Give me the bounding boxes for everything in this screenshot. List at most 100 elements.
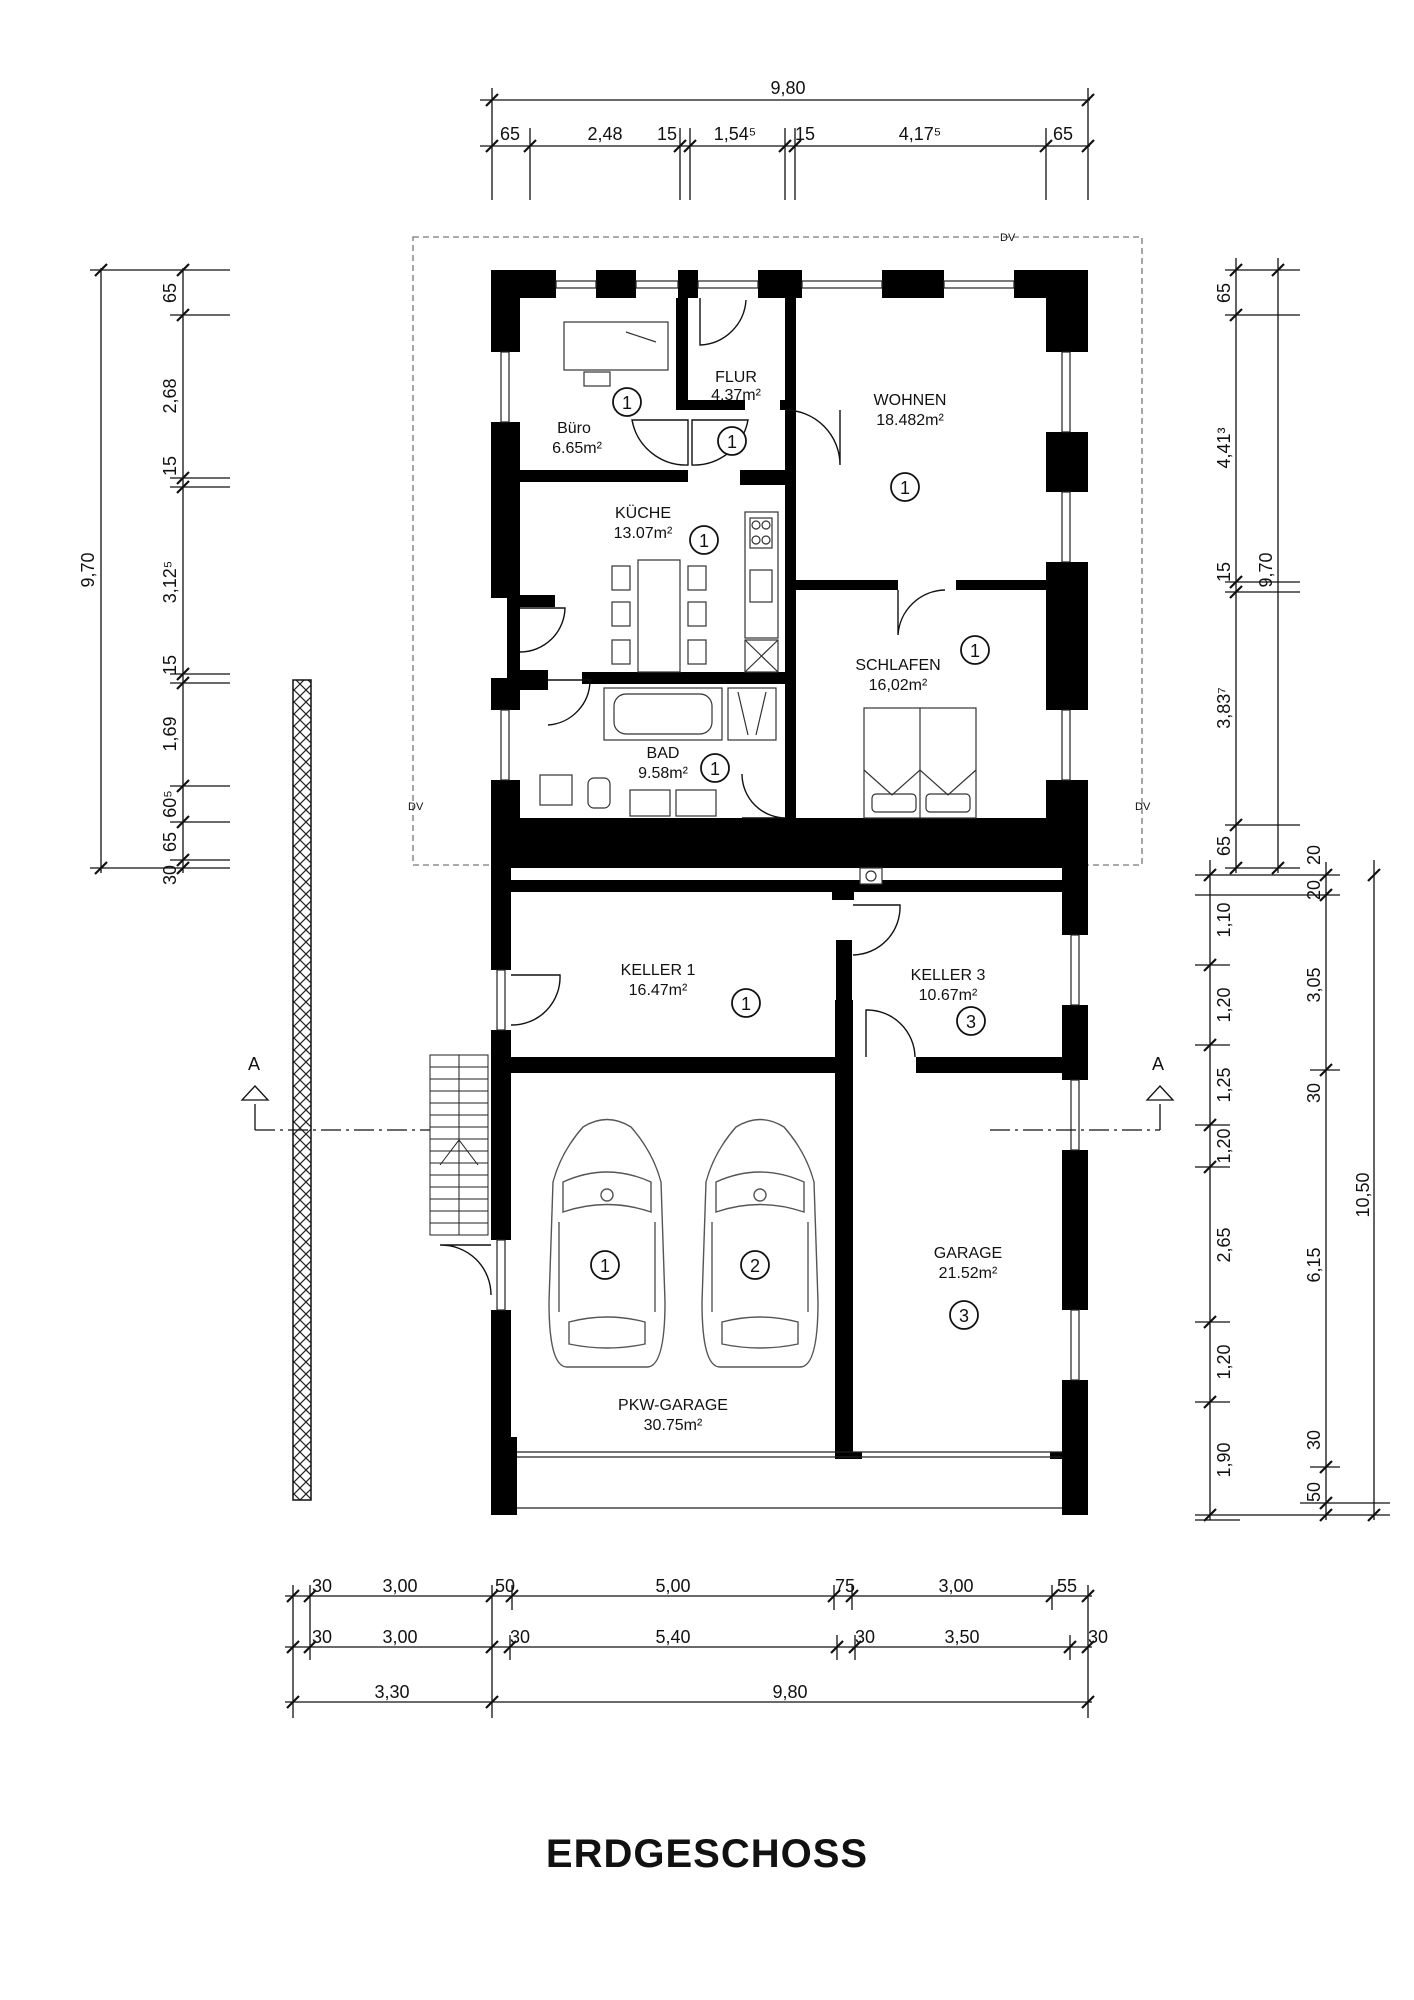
dim-label: 30 [160, 865, 180, 885]
dim-label: 2,68 [160, 378, 180, 413]
dim-label: 65 [1214, 283, 1234, 303]
room-name: GARAGE [934, 1245, 1002, 1262]
dimension-ticks [94, 93, 1381, 1709]
room-name: KELLER 3 [911, 967, 986, 984]
room-name: FLUR [715, 369, 757, 386]
room-badge-label: 3 [966, 1012, 976, 1032]
dim-label: 75 [835, 1576, 855, 1596]
dv-label: DV [1135, 801, 1151, 813]
room-area: 21.52m² [939, 1265, 998, 1282]
room-area: 6.65m² [552, 440, 602, 457]
car-icon [548, 1118, 666, 1368]
room-area: 30.75m² [644, 1417, 703, 1434]
dim-label: 50 [1304, 1482, 1324, 1502]
room-badge-label: 1 [710, 759, 720, 779]
dim-label: 15 [160, 456, 180, 476]
dim-label: 50 [495, 1576, 515, 1596]
room-badges [590, 387, 990, 1330]
car-icon [701, 1118, 819, 1368]
room-name: WOHNEN [874, 392, 947, 409]
dim-label: 1,54⁵ [714, 124, 757, 144]
room-area: 9.58m² [638, 765, 688, 782]
room-name: Büro [557, 420, 591, 437]
dim-label: 3,00 [382, 1627, 417, 1647]
dim-label: 30 [1304, 1430, 1324, 1450]
dim-label: 6,15 [1304, 1247, 1324, 1282]
furniture [539, 321, 977, 885]
room-area: 4.37m² [711, 387, 761, 404]
room-name: KELLER 1 [621, 962, 696, 979]
dim-label: 1,10 [1214, 902, 1234, 937]
dim-label: 9,80 [772, 1682, 807, 1702]
dim-label: 1,69 [160, 716, 180, 751]
dim-label: 1,90 [1214, 1442, 1234, 1477]
section-mark: A [248, 1054, 260, 1074]
dim-label: 3,50 [944, 1627, 979, 1647]
dim-label: 4,41³ [1214, 427, 1234, 468]
dim-label: 5,00 [655, 1576, 690, 1596]
dim-label: 1,20 [1214, 1344, 1234, 1379]
room-name: BAD [647, 745, 680, 762]
dim-label: 65 [160, 283, 180, 303]
dim-label: 20 [1304, 880, 1324, 900]
room-area: 10.67m² [919, 987, 978, 1004]
dim-label: 3,83⁷ [1214, 687, 1234, 729]
walls [491, 270, 1088, 1515]
dim-label: 3,00 [938, 1576, 973, 1596]
room-badge-label: 1 [741, 994, 751, 1014]
dim-label: 30 [855, 1627, 875, 1647]
dim-label: 10,50 [1353, 1172, 1373, 1217]
dim-label: 55 [1057, 1576, 1077, 1596]
dim-label: 9,80 [770, 78, 805, 98]
outdoor-stairs [429, 1054, 489, 1236]
room-badge-label: 3 [959, 1306, 969, 1326]
dim-label: 15 [657, 124, 677, 144]
room-badge-label: 1 [970, 641, 980, 661]
dim-label: 20 [1304, 845, 1324, 865]
room-badge-label: 2 [750, 1256, 760, 1276]
doors [439, 298, 946, 1296]
section-line [240, 1085, 1175, 1131]
dim-label: 15 [160, 655, 180, 675]
dim-label: 30 [1088, 1627, 1108, 1647]
room-badge-label: 1 [600, 1256, 610, 1276]
room-area: 18.482m² [876, 412, 944, 429]
dim-label: 5,40 [655, 1627, 690, 1647]
room-area: 16.47m² [629, 982, 688, 999]
dim-label: 2,48 [587, 124, 622, 144]
dim-label: 3,12⁵ [160, 561, 180, 604]
room-name: PKW-GARAGE [618, 1397, 728, 1414]
dim-label: 30 [510, 1627, 530, 1647]
dim-label: 30 [312, 1576, 332, 1596]
room-name: SCHLAFEN [855, 657, 940, 674]
room-badge-label: 1 [699, 531, 709, 551]
room-area: 13.07m² [614, 525, 673, 542]
room-badge-label: 1 [622, 393, 632, 413]
dim-label: 9,70 [78, 552, 98, 587]
section-mark: A [1152, 1054, 1164, 1074]
dv-label: DV [408, 801, 424, 813]
windows [496, 280, 1080, 1509]
dim-label: 65 [160, 832, 180, 852]
dim-label: 3,00 [382, 1576, 417, 1596]
dim-label: 15 [795, 124, 815, 144]
dim-label: 15 [1214, 562, 1234, 582]
dim-label: 1,25 [1214, 1067, 1234, 1102]
dim-label: 60⁵ [160, 790, 180, 817]
dim-label: 4,17⁵ [899, 124, 942, 144]
dim-label: 2,65 [1214, 1227, 1234, 1262]
dim-label: 30 [312, 1627, 332, 1647]
dim-label: 1,20 [1214, 987, 1234, 1022]
dim-label: 3,05 [1304, 967, 1324, 1002]
dimension-lines [90, 88, 1390, 1718]
plan-title: ERDGESCHOSS [545, 1832, 869, 1876]
dim-label: 9,70 [1256, 552, 1276, 587]
dv-label: DV [1000, 232, 1016, 244]
property-boundary [292, 679, 312, 1501]
dim-label: 3,30 [374, 1682, 409, 1702]
room-area: 16,02m² [869, 677, 928, 694]
dim-label: 65 [500, 124, 520, 144]
dim-label: 30 [1304, 1083, 1324, 1103]
room-name: KÜCHE [615, 504, 671, 522]
